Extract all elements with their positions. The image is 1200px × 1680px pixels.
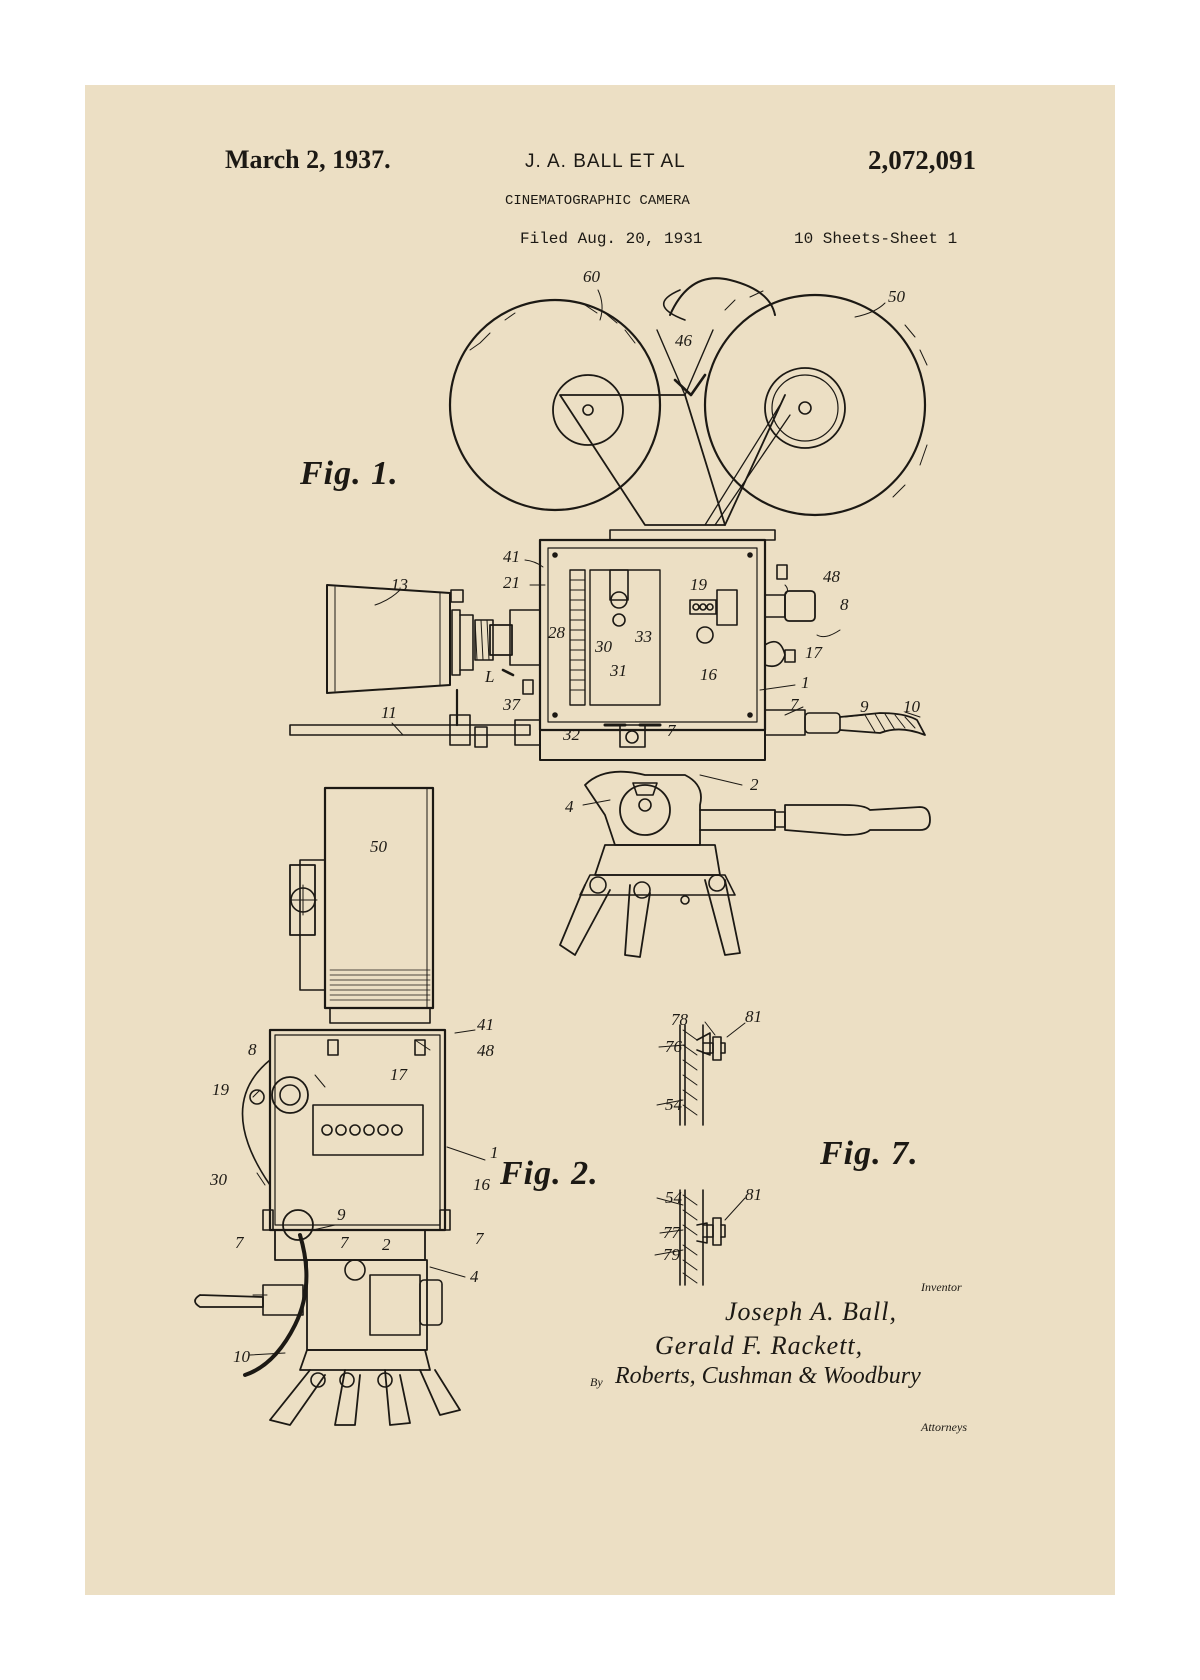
leader-lines <box>249 289 921 1356</box>
ref-numeral: 7 <box>475 1229 484 1248</box>
camera-body <box>289 538 926 761</box>
ref-numeral: 76 <box>665 1037 682 1056</box>
fig2-camera-drawing <box>194 786 461 1426</box>
by-label: By <box>590 1375 603 1389</box>
patent-drawings <box>194 277 931 1426</box>
ref-numeral: 21 <box>503 573 520 592</box>
inventors-header: J. A. BALL ET AL <box>525 151 686 172</box>
attorneys-signature: Roberts, Cushman & Woodbury <box>615 1363 921 1389</box>
ref-numeral: 33 <box>635 627 652 646</box>
attorneys-label: Attorneys <box>921 1420 967 1434</box>
ref-numeral: 19 <box>690 575 707 594</box>
inventor-name-1: Joseph A. Ball, <box>725 1297 897 1326</box>
ref-numeral: 30 <box>595 637 612 656</box>
fig1-camera-drawing <box>289 277 931 958</box>
ref-numeral: 28 <box>548 623 565 642</box>
ref-numeral: 4 <box>470 1267 479 1286</box>
ref-numeral: 46 <box>675 331 692 350</box>
ref-numeral: 9 <box>337 1205 346 1224</box>
ref-numeral: 10 <box>903 697 920 716</box>
ref-numeral: 17 <box>805 643 822 662</box>
fig7-section-drawing <box>679 1024 726 1286</box>
patent-title: CINEMATOGRAPHIC CAMERA <box>505 193 690 209</box>
ref-numeral: 8 <box>840 595 849 614</box>
ref-numeral: 77 <box>663 1223 680 1242</box>
ref-numeral: 2 <box>382 1235 391 1254</box>
ref-numeral: 16 <box>473 1175 490 1194</box>
ref-numeral: 54 <box>665 1095 682 1114</box>
ref-numeral: 1 <box>490 1143 499 1162</box>
ref-numeral: 9 <box>860 697 869 716</box>
ref-numeral: 16 <box>700 665 717 684</box>
ref-numeral: 41 <box>503 547 520 566</box>
film-magazine <box>448 277 928 541</box>
patent-sheet: March 2, 1937. J. A. BALL ET AL 2,072,09… <box>85 85 1115 1595</box>
ref-numeral: 41 <box>477 1015 494 1034</box>
ref-numeral: 17 <box>390 1065 407 1084</box>
ref-numeral: 19 <box>212 1080 229 1099</box>
fig2-label: Fig. 2. <box>500 1155 599 1192</box>
filed-date: Filed Aug. 20, 1931 <box>520 230 703 248</box>
ref-numeral: 8 <box>248 1040 257 1059</box>
ref-numeral: 10 <box>233 1347 250 1366</box>
ref-numeral: L <box>485 667 495 686</box>
ref-numeral: 81 <box>745 1185 762 1204</box>
ref-numeral: 7 <box>790 695 799 714</box>
fig7-label: Fig. 7. <box>820 1135 919 1172</box>
patent-number: 2,072,091 <box>868 145 976 175</box>
ref-numeral: 50 <box>888 287 905 306</box>
ref-numeral: 2 <box>750 775 759 794</box>
sheet-count: 10 Sheets-Sheet 1 <box>794 230 958 248</box>
ref-numeral: 48 <box>823 567 840 586</box>
ref-numeral: 54 <box>665 1188 682 1207</box>
ref-numeral: 1 <box>801 673 810 692</box>
ref-numeral: 31 <box>610 661 627 680</box>
ref-numeral: 7 <box>667 721 676 740</box>
ref-numeral: 79 <box>663 1245 680 1264</box>
ref-numeral: 48 <box>477 1041 494 1060</box>
inventor-label: Inventor <box>921 1280 962 1294</box>
ref-numeral: 30 <box>210 1170 227 1189</box>
ref-numeral: 60 <box>583 267 600 286</box>
ref-numeral: 37 <box>503 695 520 714</box>
ref-numeral: 13 <box>391 575 408 594</box>
patent-date: March 2, 1937. <box>225 145 391 174</box>
fig1-label: Fig. 1. <box>300 455 399 492</box>
ref-numeral: 78 <box>671 1010 688 1029</box>
ref-numeral: 7 <box>235 1233 244 1252</box>
ref-numeral: 7 <box>340 1233 349 1252</box>
ref-numeral: 81 <box>745 1007 762 1026</box>
ref-numeral: 4 <box>565 797 574 816</box>
tripod-head <box>559 770 931 958</box>
ref-numeral: 32 <box>563 725 580 744</box>
inventor-name-2: Gerald F. Rackett, <box>655 1331 864 1360</box>
ref-numeral: 11 <box>381 703 397 722</box>
ref-numeral: 50 <box>370 837 387 856</box>
